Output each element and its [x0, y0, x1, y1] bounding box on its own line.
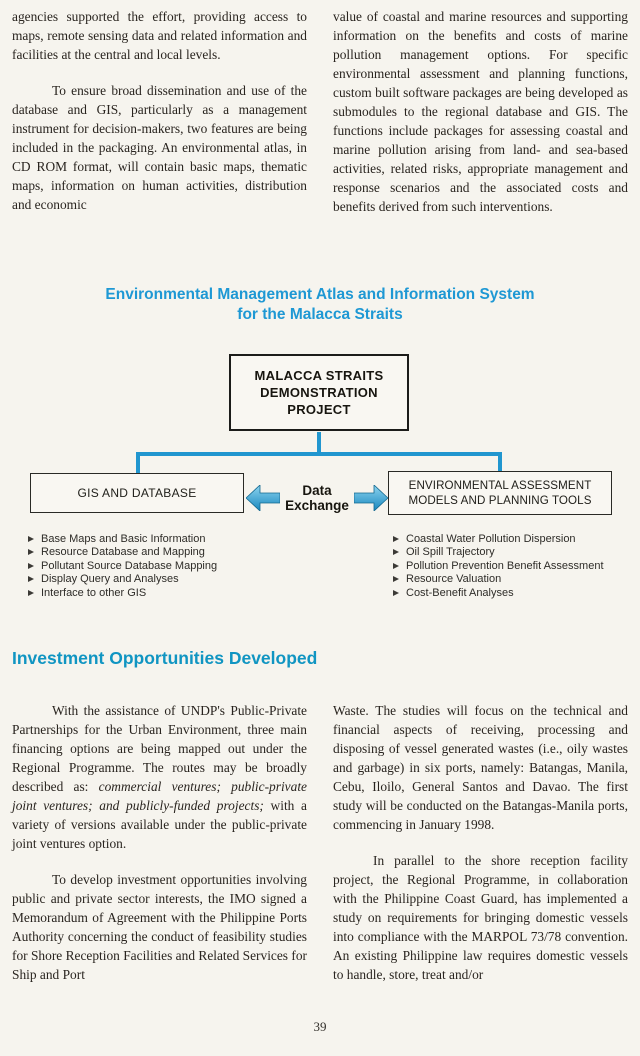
- paragraph: In parallel to the shore reception facil…: [333, 853, 628, 982]
- malacca-straits-diagram: MALACCA STRAITS DEMONSTRATION PROJECT GI…: [0, 352, 640, 614]
- list-item: Cost-Benefit Analyses: [393, 587, 604, 600]
- list-item-label: Interface to other GIS: [41, 586, 147, 599]
- arrow-right-icon: [354, 485, 388, 511]
- paragraph: To develop investment opportunities invo…: [12, 872, 307, 982]
- investment-right-column: Waste. The studies will focus on the tec…: [333, 701, 628, 984]
- arrow-bullet-icon: [28, 589, 34, 596]
- connector-line: [136, 456, 140, 474]
- data-exchange-line1: Data: [302, 483, 332, 498]
- paragraph: agencies supported the effort, providing…: [12, 9, 307, 62]
- intro-text-section: agencies supported the effort, providing…: [12, 7, 628, 216]
- list-item-label: Cost-Benefit Analyses: [406, 586, 514, 599]
- paragraph: value of coastal and marine resources an…: [333, 9, 628, 214]
- arrow-bullet-icon: [393, 562, 399, 569]
- italic-text-run: commercial ventures; public-private join…: [12, 779, 307, 813]
- list-item: Resource Valuation: [393, 573, 604, 586]
- box-text-line: PROJECT: [287, 402, 351, 417]
- box-text-line: MALACCA STRAITS: [254, 368, 384, 383]
- list-item-label: Pollutant Source Database Mapping: [41, 559, 218, 572]
- list-item: Pollution Prevention Benefit Assessment: [393, 560, 604, 573]
- paragraph: With the assistance of UNDP's Public-Pri…: [12, 701, 307, 853]
- list-item: Oil Spill Trajectory: [393, 546, 604, 559]
- diagram-title-line2: for the Malacca Straits: [237, 306, 403, 323]
- list-item: Base Maps and Basic Information: [28, 533, 217, 546]
- intro-left-column: agencies supported the effort, providing…: [12, 7, 307, 216]
- data-exchange-group: Data Exchange: [246, 478, 388, 518]
- data-exchange-label: Data Exchange: [285, 483, 349, 513]
- gis-feature-list: Base Maps and Basic Information Resource…: [28, 533, 217, 600]
- arrow-bullet-icon: [393, 576, 399, 583]
- arrow-bullet-icon: [393, 589, 399, 596]
- data-exchange-line2: Exchange: [285, 498, 349, 513]
- list-item-label: Resource Database and Mapping: [41, 546, 205, 559]
- box-text-line: GIS AND DATABASE: [77, 486, 197, 500]
- list-item-label: Pollution Prevention Benefit Assessment: [406, 559, 604, 572]
- text-run: With the assistance of UNDP's Public-Pri…: [12, 703, 307, 794]
- assessment-feature-list: Coastal Water Pollution Dispersion Oil S…: [393, 533, 604, 600]
- assessment-tools-box: ENVIRONMENTAL ASSESSMENT MODELS AND PLAN…: [388, 471, 612, 515]
- list-item-label: Oil Spill Trajectory: [406, 546, 495, 559]
- diagram-title: Environmental Management Atlas and Infor…: [0, 285, 640, 325]
- paragraph: To ensure broad dissemination and use of…: [12, 83, 307, 212]
- investment-text-section: With the assistance of UNDP's Public-Pri…: [12, 701, 628, 984]
- page-number: 39: [313, 1019, 327, 1034]
- connector-line: [498, 456, 502, 474]
- investment-left-column: With the assistance of UNDP's Public-Pri…: [12, 701, 307, 984]
- arrow-left-icon: [246, 485, 280, 511]
- intro-right-column: value of coastal and marine resources an…: [333, 7, 628, 216]
- list-item-label: Display Query and Analyses: [41, 573, 179, 586]
- connector-line: [136, 452, 502, 456]
- arrow-bullet-icon: [28, 576, 34, 583]
- arrow-bullet-icon: [28, 536, 34, 542]
- paragraph: Waste. The studies will focus on the tec…: [333, 703, 628, 832]
- box-text-line: MODELS AND PLANNING TOOLS: [408, 494, 592, 507]
- arrow-bullet-icon: [393, 549, 399, 556]
- gis-database-box: GIS AND DATABASE: [30, 473, 244, 513]
- list-item-label: Resource Valuation: [406, 573, 502, 586]
- section-heading: Investment Opportunities Developed: [12, 648, 318, 668]
- box-text-line: ENVIRONMENTAL ASSESSMENT: [408, 479, 592, 492]
- connector-line: [317, 432, 321, 454]
- arrow-bullet-icon: [28, 562, 34, 569]
- arrow-bullet-icon: [393, 536, 399, 542]
- demonstration-project-box: MALACCA STRAITS DEMONSTRATION PROJECT: [229, 354, 409, 431]
- list-item: Interface to other GIS: [28, 587, 217, 600]
- list-item: Display Query and Analyses: [28, 573, 217, 586]
- arrow-bullet-icon: [28, 549, 34, 556]
- diagram-title-line1: Environmental Management Atlas and Infor…: [105, 286, 535, 303]
- list-item: Pollutant Source Database Mapping: [28, 560, 217, 573]
- list-item-label: Coastal Water Pollution Dispersion: [406, 533, 576, 545]
- list-item: Resource Database and Mapping: [28, 546, 217, 559]
- text-run: with a variety of versions available und…: [12, 798, 307, 851]
- box-text-line: DEMONSTRATION: [260, 385, 378, 400]
- list-item-label: Base Maps and Basic Information: [41, 533, 206, 545]
- list-item: Coastal Water Pollution Dispersion: [393, 533, 604, 546]
